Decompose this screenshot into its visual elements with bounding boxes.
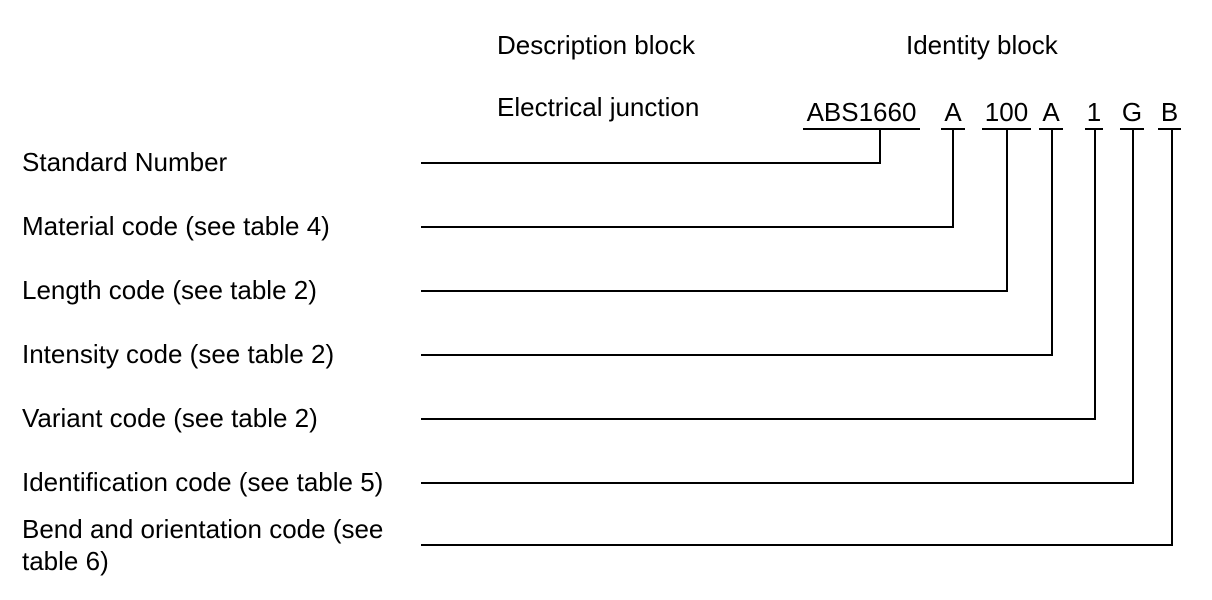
label-bend-orientation-code: Bend and orientation code (see table 6) bbox=[22, 514, 384, 576]
connector-intensity-code bbox=[421, 130, 1053, 356]
code-segment-material: A bbox=[941, 99, 965, 130]
description-block-heading: Description block bbox=[497, 30, 695, 60]
label-variant-code: Variant code (see table 2) bbox=[22, 403, 318, 433]
connector-identification-code bbox=[421, 130, 1134, 484]
code-segment-length: 100 bbox=[982, 99, 1031, 130]
code-segment-standard-number: ABS1660 bbox=[803, 99, 920, 130]
identity-block-heading: Identity block bbox=[906, 30, 1058, 60]
label-identification-code: Identification code (see table 5) bbox=[22, 467, 384, 497]
description-block-value: Electrical junction bbox=[497, 92, 700, 122]
code-segment-intensity: A bbox=[1039, 99, 1063, 130]
label-length-code: Length code (see table 2) bbox=[22, 275, 317, 305]
label-material-code: Material code (see table 4) bbox=[22, 211, 330, 241]
label-standard-number: Standard Number bbox=[22, 147, 228, 177]
connector-material-code bbox=[421, 130, 954, 228]
connector-bend-orientation-code bbox=[421, 130, 1173, 546]
label-intensity-code: Intensity code (see table 2) bbox=[22, 339, 335, 369]
connector-length-code bbox=[421, 130, 1008, 292]
code-segment-identification: G bbox=[1120, 99, 1144, 130]
code-segment-bend-orientation: B bbox=[1158, 99, 1181, 130]
connector-standard-number bbox=[421, 130, 881, 164]
code-segment-variant: 1 bbox=[1085, 99, 1103, 130]
connector-variant-code bbox=[421, 130, 1096, 420]
